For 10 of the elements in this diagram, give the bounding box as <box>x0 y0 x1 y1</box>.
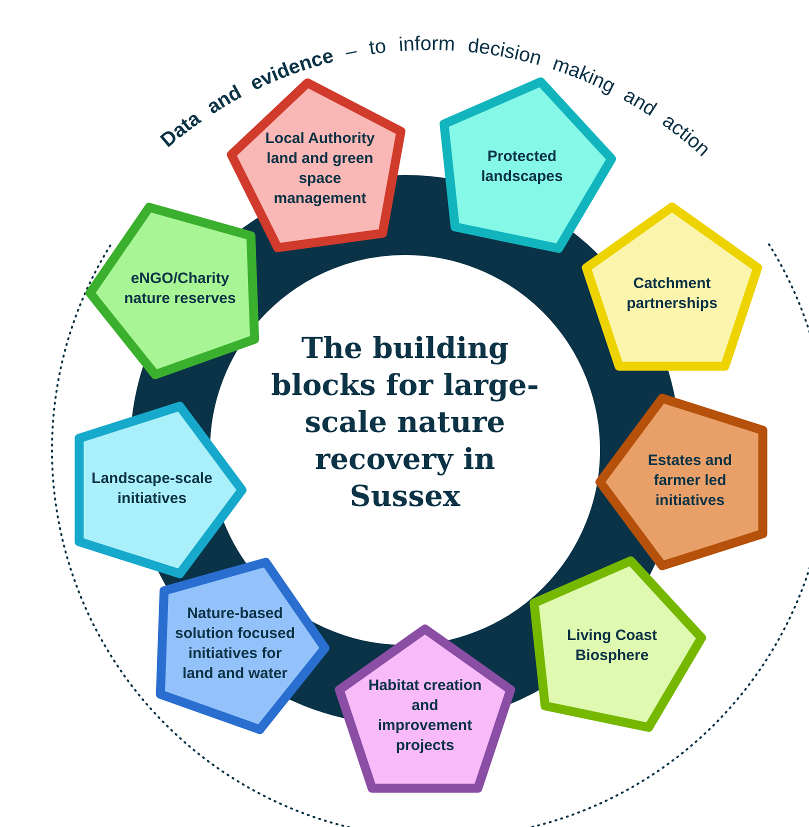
block-label: eNGO/Charity nature reserves <box>123 268 237 309</box>
block-label: Habitat creation and improvement projects <box>367 676 483 756</box>
diagram-title: The building blocks for large-scale nature recovery in Sussex <box>270 330 540 515</box>
block-label: Estates and farmer led initiatives <box>646 450 734 511</box>
block-label: Catchment partnerships <box>626 274 718 314</box>
block-label: Local Authority land and green space management <box>264 128 376 209</box>
block-label: Landscape-scale initiatives <box>91 468 213 509</box>
block-label: Living Coast Biosphere <box>566 626 658 666</box>
block-label: Nature-based solution focused initiatives for land and water <box>174 604 296 684</box>
block-label: Protected landscapes <box>480 146 564 187</box>
